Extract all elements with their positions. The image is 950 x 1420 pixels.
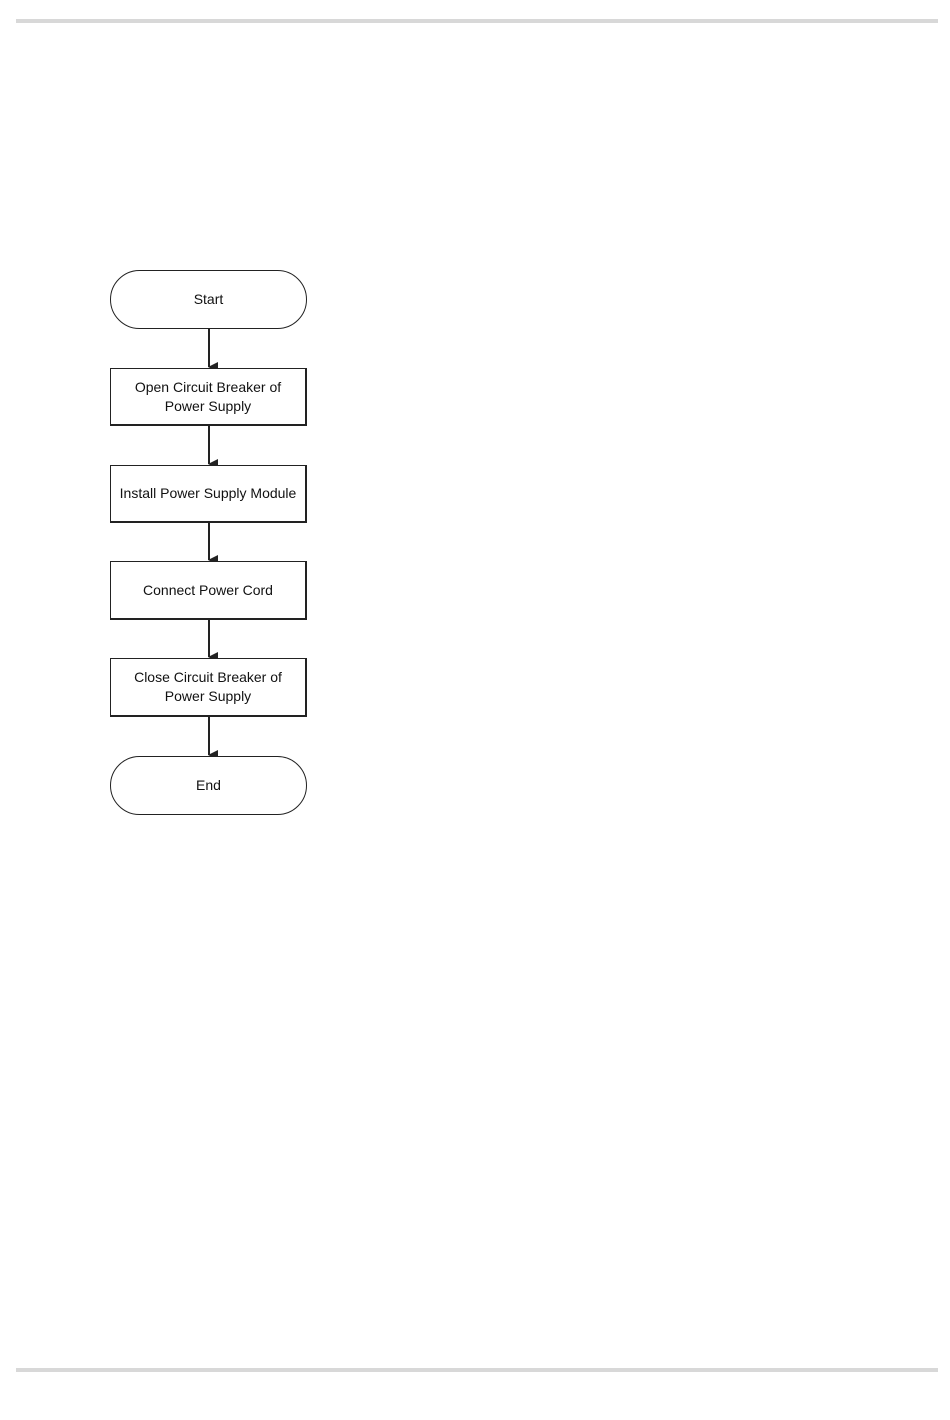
end-terminal: End: [110, 756, 307, 815]
step-install-power-supply-module: Install Power Supply Module: [110, 465, 307, 523]
step-connect-power-cord-label: Connect Power Cord: [143, 581, 273, 600]
step-open-circuit-breaker: Open Circuit Breaker of Power Supply: [110, 368, 307, 426]
step-close-circuit-breaker-label: Close Circuit Breaker of Power Supply: [119, 668, 297, 706]
step-install-power-supply-module-label: Install Power Supply Module: [120, 484, 297, 503]
step-connect-power-cord: Connect Power Cord: [110, 561, 307, 620]
step-open-circuit-breaker-label: Open Circuit Breaker of Power Supply: [119, 378, 297, 416]
step-close-circuit-breaker: Close Circuit Breaker of Power Supply: [110, 658, 307, 717]
end-label: End: [196, 776, 221, 795]
start-label: Start: [194, 290, 224, 309]
start-terminal: Start: [110, 270, 307, 329]
bottom-rule: [16, 1368, 938, 1372]
